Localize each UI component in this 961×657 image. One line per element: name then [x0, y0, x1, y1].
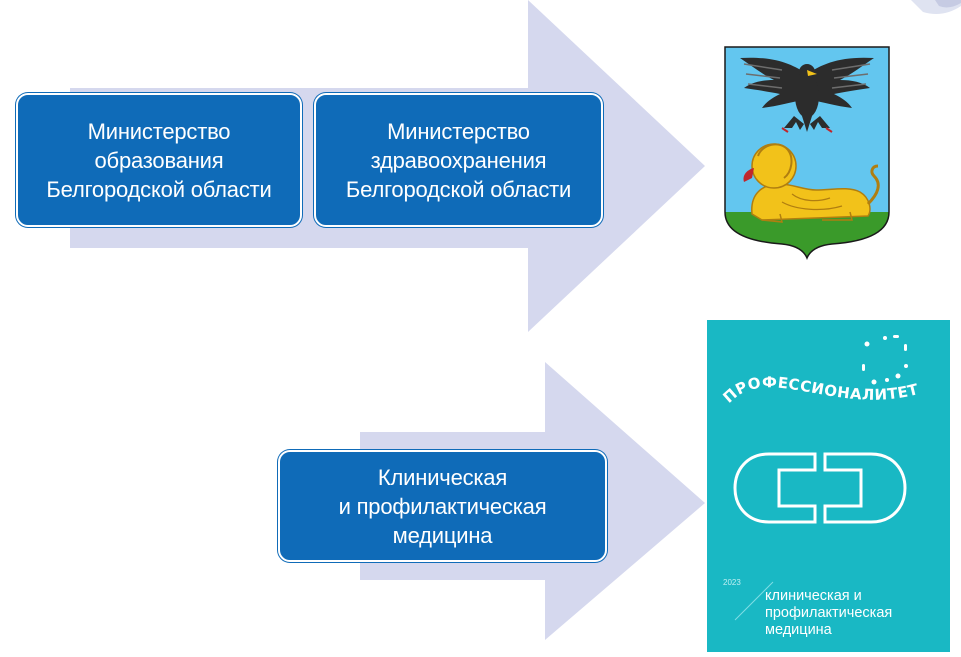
cover-caption: клиническая и профилактическая медицина: [765, 588, 892, 639]
svg-text:ПРОФЕССИОНАЛИТЕТ: ПРОФЕССИОНАЛИТЕТ: [719, 373, 920, 406]
clinical-line-2: и профилактическая: [338, 493, 547, 519]
cover-caption-line-1: клиническая и: [765, 588, 862, 604]
education-line-2: образования: [94, 147, 224, 173]
clinical-line-3: медицина: [392, 522, 493, 548]
eagle-icon: [740, 57, 874, 133]
professionalitet-logo-icon: ПРОФЕССИОНАЛИТЕТ: [719, 335, 920, 621]
logo-shapes: [733, 452, 907, 524]
education-line-1: Министерство: [87, 118, 231, 144]
professionalitet-cover: ПРОФЕССИОНАЛИТЕТ 2023 клиническая и проф…: [707, 320, 950, 652]
dots-decoration: [862, 335, 908, 385]
health-line-3: Белгородской области: [345, 176, 572, 202]
health-line-1: Министерство: [387, 118, 530, 144]
cover-arc-text: ПРОФЕССИОНАЛИТЕТ: [719, 373, 920, 406]
lion-icon: [743, 143, 880, 223]
education-line-3: Белгородской области: [46, 176, 272, 202]
clinical-medicine-box: Клиническая и профилактическая медицина: [278, 450, 607, 562]
cover-caption-line-2: профилактическая: [765, 605, 893, 621]
corner-decoration: [911, 0, 961, 14]
clinical-line-1: Клиническая: [377, 464, 508, 490]
education-ministry-box: Министерство образования Белгородской об…: [16, 93, 302, 227]
belgorod-coat-of-arms-icon: [724, 46, 890, 260]
cover-caption-line-3: медицина: [765, 622, 832, 638]
cover-year: 2023: [723, 578, 741, 587]
health-line-2: здравоохранения: [370, 147, 547, 173]
health-ministry-box: Министерство здравоохранения Белгородско…: [314, 93, 603, 227]
